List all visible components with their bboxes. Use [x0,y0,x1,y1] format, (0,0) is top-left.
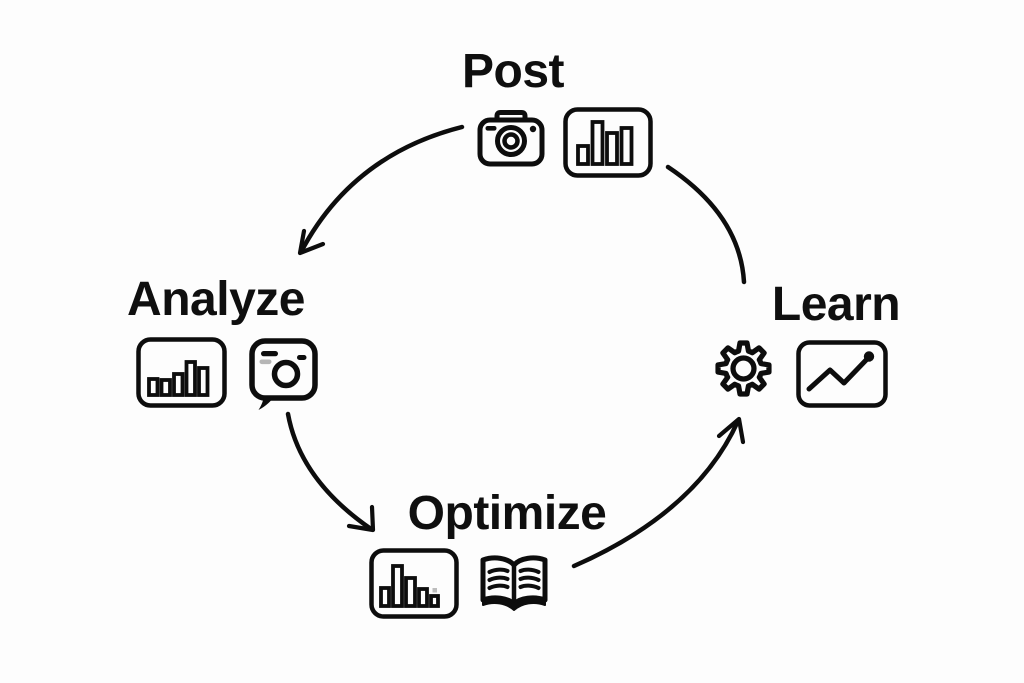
bar-chart-icon [563,107,653,178]
arrow-optimize-to-learn [571,418,741,569]
line-chart-icon [796,340,888,408]
arrow-post-to-analyze [298,124,465,255]
arrowhead-post-to-analyze [297,228,326,256]
stage-label-optimize: Optimize [407,487,607,540]
stage-label-post: Post [461,45,565,98]
stage-label-analyze: Analyze [127,273,305,326]
gear-icon [713,336,774,401]
open-book-icon [475,551,553,619]
arrowhead-analyze-to-optimize [346,504,376,533]
bar-chart-icon [136,337,227,408]
arrowhead-optimize-to-learn [716,416,746,445]
bar-chart-icon [369,548,459,619]
instant-camera-icon [249,336,319,412]
arrow-learn-to-post [665,164,747,285]
arrow-analyze-to-optimize [285,411,374,532]
stage-label-learn: Learn [771,278,901,331]
camera-icon [476,106,546,168]
